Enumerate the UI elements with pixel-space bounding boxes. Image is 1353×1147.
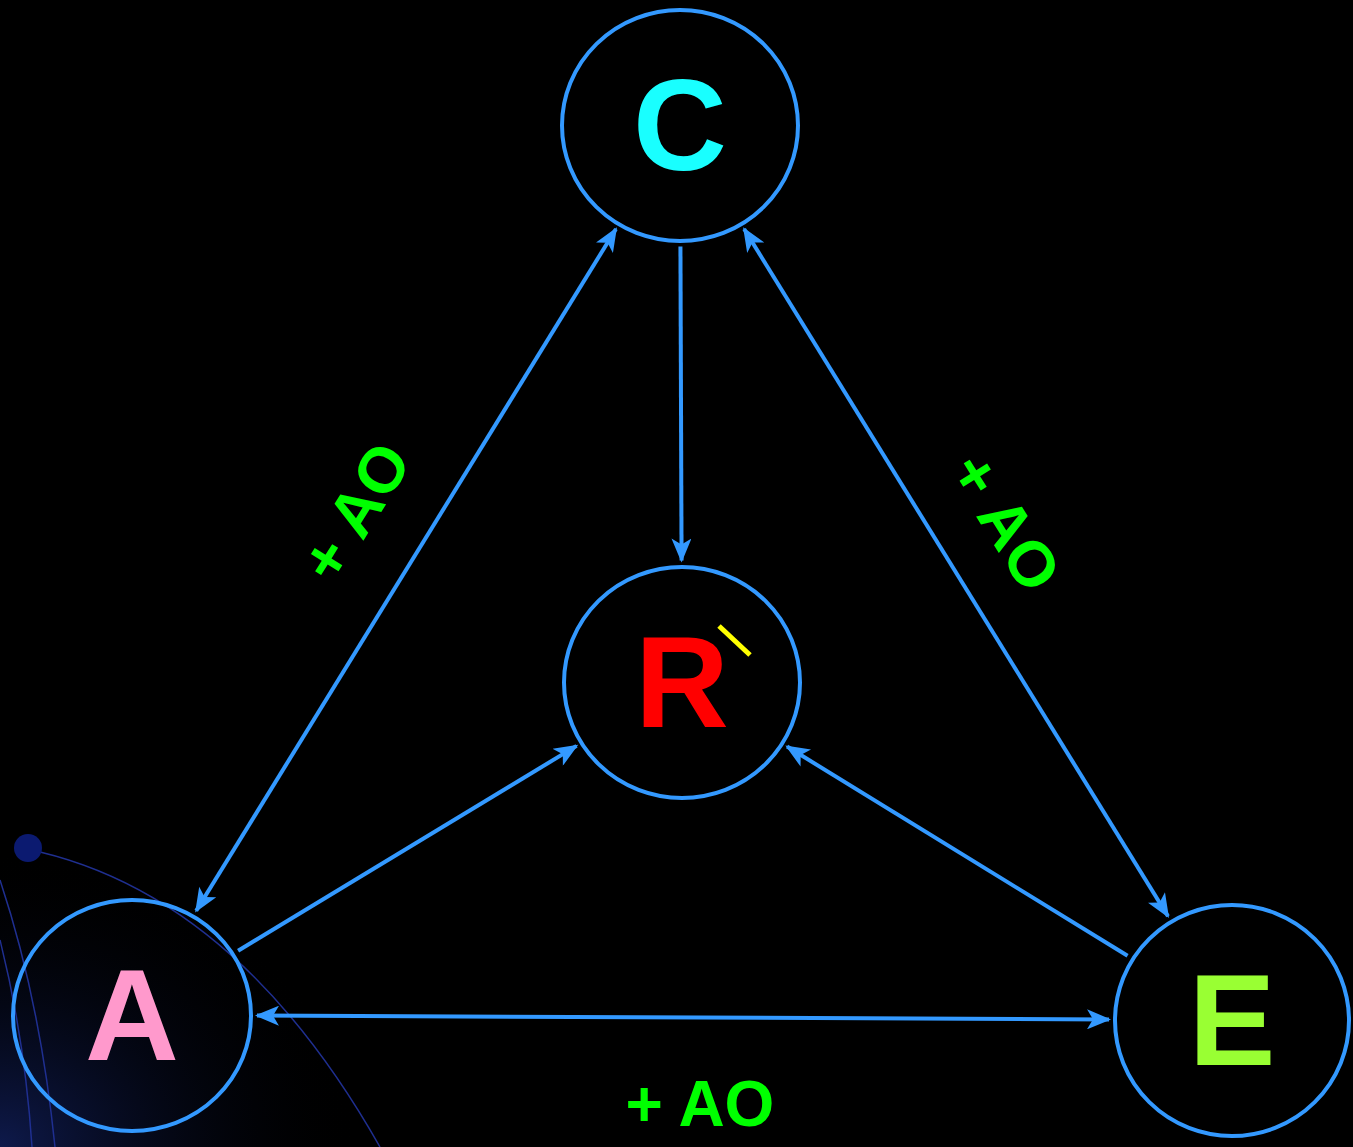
decor-curve [0, 880, 55, 1147]
circle-node: A [11, 898, 253, 1133]
node-letter: R [635, 617, 729, 747]
node-letter: A [85, 950, 179, 1080]
node-text-wrap: E [1113, 903, 1351, 1138]
circle-shape [1115, 905, 1349, 1136]
edge-label: + AO [936, 439, 1073, 606]
edge-label: + AO [622, 1072, 779, 1136]
arrow-connector [744, 229, 1168, 916]
circle-node: C [560, 8, 800, 243]
node-text-wrap: A [11, 898, 253, 1133]
node-letter: C [633, 60, 727, 190]
decor-dot [14, 834, 42, 862]
corner-glow [0, 850, 360, 1147]
circle-shape [13, 900, 251, 1131]
circle-shape [564, 567, 800, 798]
circle-node: R [562, 565, 802, 800]
node-letter: E [1189, 955, 1276, 1085]
node-text-wrap: C [560, 8, 800, 243]
circle-node: E [1113, 903, 1351, 1138]
arrow-connector [257, 1016, 1109, 1020]
arrow-connector [238, 746, 576, 951]
arrow-connector [787, 747, 1128, 956]
node-text-wrap: R [562, 565, 802, 800]
arrow-connector [680, 246, 681, 560]
edge-label: + AO [286, 429, 423, 596]
circle-shape [562, 10, 798, 241]
arrow-connector [196, 229, 616, 911]
